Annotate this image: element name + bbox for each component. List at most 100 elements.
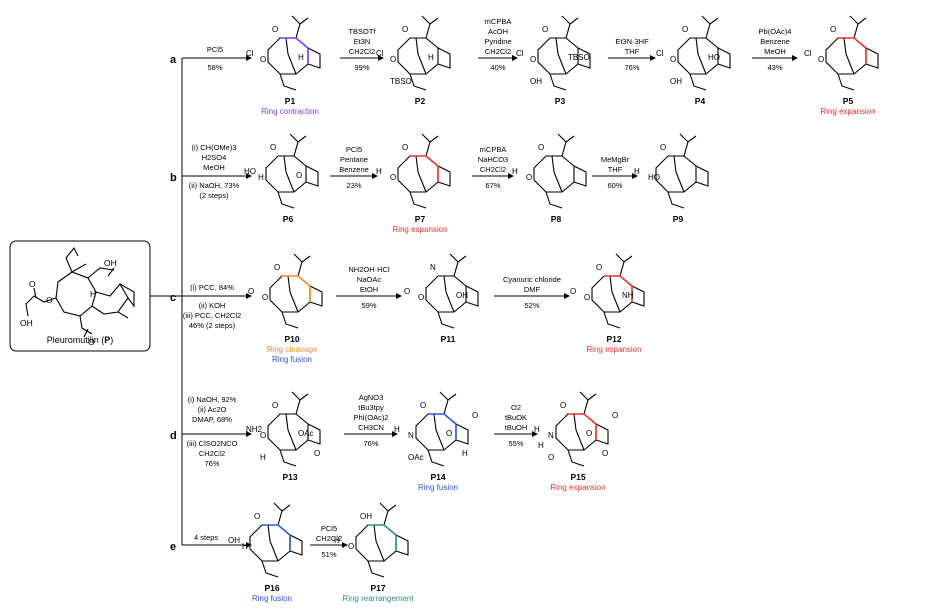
- bond: [683, 135, 697, 157]
- arrow-head: [342, 542, 348, 548]
- bond: [285, 413, 297, 451]
- compound-id-p3: P3: [555, 96, 566, 106]
- bond: [425, 135, 439, 157]
- bond: [679, 133, 689, 143]
- bond: [717, 47, 731, 69]
- atom-label: H: [298, 53, 304, 62]
- bond: [577, 47, 591, 69]
- bond: [455, 423, 469, 445]
- bond: [421, 133, 431, 143]
- bond: [287, 275, 299, 313]
- bond: [865, 47, 879, 69]
- compound-caption: Ring expansion: [392, 225, 447, 234]
- bond: [383, 504, 397, 526]
- arrow-head: [792, 55, 798, 61]
- bond: [285, 37, 297, 75]
- atom-label: O: [418, 293, 424, 302]
- compound-caption: Ring expansion: [586, 345, 641, 354]
- bond: [309, 285, 323, 307]
- bond: [297, 255, 311, 277]
- compound-id-p10: P10: [284, 334, 299, 344]
- route-e-pre-0: 4 steps: [194, 533, 218, 542]
- atom-label: H: [260, 453, 266, 462]
- atom-label: OH: [530, 77, 542, 86]
- atom-label: O: [270, 143, 276, 152]
- bond: [453, 255, 467, 277]
- route-a-step1-yield: 58%: [207, 63, 222, 72]
- atom-label: TBSO: [390, 77, 412, 86]
- route-letter-e: e: [170, 541, 176, 553]
- route-b-pre-3: (ii) NaOH, 73%: [189, 181, 240, 190]
- bond: [619, 255, 633, 277]
- reagent-label: Benzene: [760, 37, 790, 46]
- bond: [295, 17, 309, 39]
- bond: [379, 502, 389, 512]
- arrow-head: [396, 293, 402, 299]
- reagent-label: AcOH: [488, 27, 508, 36]
- atom-label: O: [296, 171, 302, 180]
- atom-label: TBSO: [568, 53, 590, 62]
- compound-id-p2: P2: [415, 96, 426, 106]
- atom-label: NH2: [246, 425, 263, 434]
- reagent-label: CH3CN: [358, 423, 384, 432]
- yield-label: 23%: [346, 181, 361, 190]
- bond: [567, 449, 585, 467]
- route-tree: a b c d e: [150, 54, 252, 553]
- compound-id-p9: P9: [673, 214, 684, 224]
- bond: [555, 37, 567, 75]
- route-e-pre-conditions: 4 steps: [194, 533, 218, 542]
- reagent-label: PCl5: [321, 524, 337, 533]
- atom-label: O: [670, 55, 676, 64]
- route-letter-b: b: [170, 172, 177, 184]
- atom-label: O: [570, 287, 576, 296]
- bond: [277, 191, 295, 209]
- compound-caption: Ring expansion: [820, 107, 875, 116]
- yield-label: 76%: [363, 439, 378, 448]
- atom-label: H: [258, 173, 264, 182]
- highlighted-ring: [838, 37, 867, 64]
- atom-label: H: [512, 167, 518, 176]
- highlighted-ring: [280, 37, 309, 64]
- atom-label: H: [242, 542, 248, 551]
- reagent-label: Cyanuric chloride: [503, 275, 561, 284]
- route-d-pre-0: (i) NaOH, 92%: [188, 395, 237, 404]
- bond: [427, 449, 445, 467]
- bond: [279, 449, 297, 467]
- compound-id-p11: P11: [441, 334, 456, 344]
- bond: [295, 393, 309, 415]
- reagent-label: AgNO3: [359, 393, 384, 402]
- reagent-label: EtOH: [360, 285, 378, 294]
- atom-label: Cl: [804, 49, 812, 58]
- atom-label: O: [348, 542, 354, 551]
- reagent-label: DMF: [524, 285, 541, 294]
- route-d-pre-5: 76%: [204, 459, 219, 468]
- atom-label: O: [420, 401, 426, 410]
- atom-label: O: [404, 287, 410, 296]
- bond: [437, 311, 455, 329]
- bond: [437, 165, 451, 187]
- route-a-step1-conditions: PCl5 58%: [207, 45, 223, 72]
- starting-material-label: Pleuromutilin (P): [47, 335, 114, 345]
- arrow-head: [532, 431, 538, 437]
- sm-atom-oh-top: OH: [104, 258, 117, 268]
- bond: [631, 285, 645, 307]
- bond: [421, 15, 431, 25]
- reagent-label: MeOH: [764, 47, 786, 56]
- compound-caption: Ring fusion: [252, 594, 292, 603]
- route-letter-c: c: [170, 292, 176, 304]
- arrow-head: [508, 173, 514, 179]
- bond: [449, 253, 459, 263]
- bond: [283, 155, 295, 193]
- bond: [439, 391, 449, 401]
- route-c-pre-conditions: (i) PCC, 84% (ii) KOH (iii) PCC, CH2Cl2 …: [183, 283, 241, 330]
- bond: [273, 502, 283, 512]
- bond: [551, 155, 563, 193]
- atom-label: OH: [670, 77, 682, 86]
